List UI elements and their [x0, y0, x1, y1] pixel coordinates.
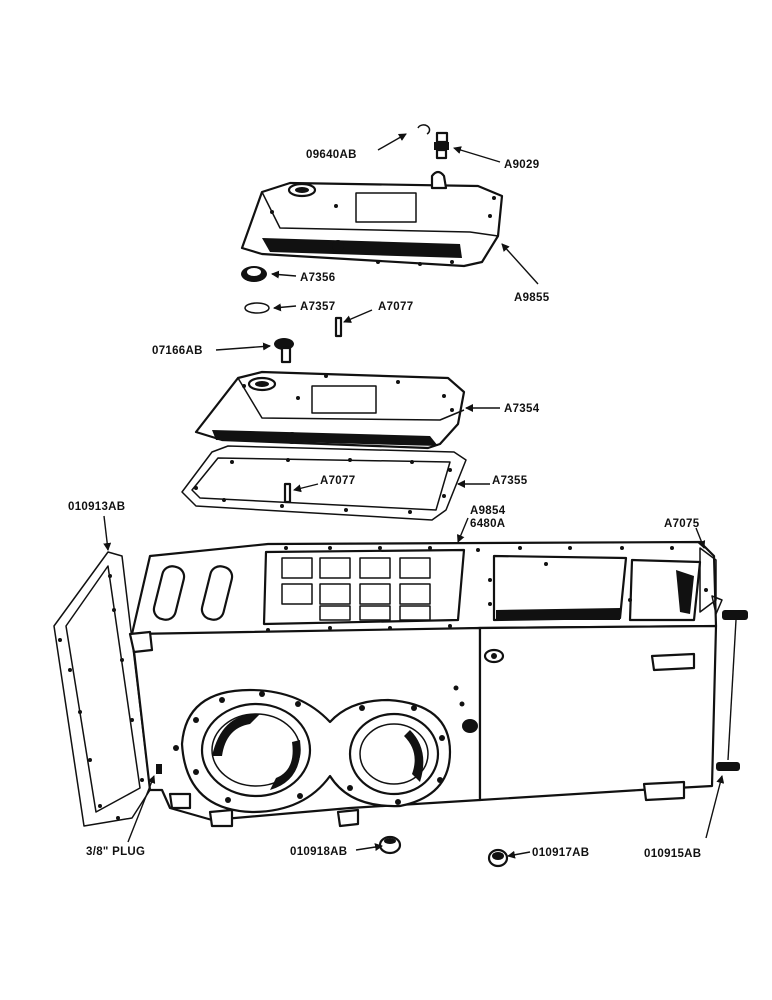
- side-gasket-010913ab: [53, 551, 151, 827]
- top-cover-a9855: [240, 170, 504, 268]
- pin-a7077-top: [334, 316, 343, 338]
- label-07166ab: 07166AB: [152, 345, 203, 357]
- snap-ring-09640ab: [417, 124, 431, 135]
- label-010917ab: 010917AB: [532, 847, 589, 859]
- label-a7356: A7356: [300, 272, 335, 284]
- plug-010917ab: [487, 848, 509, 868]
- gasket-ring-a7357: [244, 302, 270, 314]
- label-a7077-mid: A7077: [320, 475, 355, 487]
- pins-a7075: [699, 547, 723, 615]
- dowel-010915ab: [716, 610, 748, 771]
- label-a9855: A9855: [514, 292, 550, 304]
- label-010913ab: 010913AB: [68, 501, 125, 513]
- label-010918ab: 010918AB: [290, 846, 347, 858]
- pin-a9029: [434, 131, 449, 160]
- pin-a7077-mid: [283, 482, 292, 504]
- label-010915ab: 010915AB: [644, 848, 701, 860]
- part-labels: 09640AB A9029 A7356 A9855 A7357 A7077 07…: [68, 149, 701, 860]
- middle-cover-a7354: [194, 370, 466, 450]
- cap-a7356: [241, 266, 267, 282]
- label-09640ab: 09640AB: [306, 149, 357, 161]
- plug-010918ab: [378, 835, 402, 855]
- label-a7355: A7355: [492, 475, 528, 487]
- label-a7357: A7357: [300, 301, 335, 313]
- label-a7075: A7075: [664, 518, 700, 530]
- case-grid-opening: [281, 557, 431, 621]
- label-a7077-top: A7077: [378, 301, 413, 313]
- gasket-a7355: [181, 445, 467, 521]
- transmission-case: [128, 540, 718, 828]
- label-a9029: A9029: [504, 159, 539, 171]
- label-a7354: A7354: [504, 403, 540, 415]
- label-a9854: A9854: [470, 505, 506, 517]
- label-plug: 3/8" PLUG: [86, 846, 145, 858]
- leader-lines: [103, 133, 725, 859]
- bolt-07166ab: [274, 338, 294, 364]
- label-6480a: 6480A: [470, 518, 505, 530]
